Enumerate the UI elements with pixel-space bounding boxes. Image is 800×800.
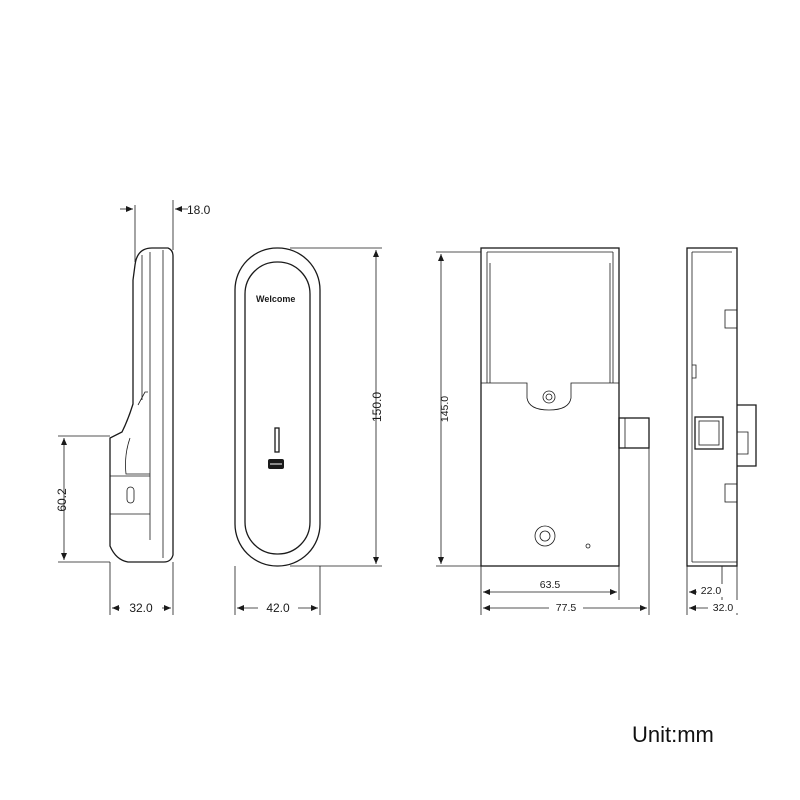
edge-view-tab-bottom <box>724 483 738 503</box>
front-view-outer-shell <box>234 247 321 567</box>
dim-side-depth-bottom: 32.0 <box>129 601 153 615</box>
dim-back-height: 145.0 <box>439 396 451 422</box>
front-view: Welcome 150.0 42.0 <box>234 247 384 615</box>
dim-front-height: 150.0 <box>370 392 384 422</box>
back-view-body <box>480 247 620 567</box>
dim-back-outer-width: 77.5 <box>556 602 577 614</box>
dim-back-inner-width: 63.5 <box>540 579 561 591</box>
dim-edge-inner-depth: 22.0 <box>701 585 722 597</box>
front-view-panel <box>244 261 311 555</box>
front-view-indicator <box>274 427 280 453</box>
edge-view: 22.0 32.0 <box>686 247 757 615</box>
edge-view-body <box>686 247 738 567</box>
front-view-brand: Welcome <box>256 294 295 304</box>
side-view: 18.0 60.2 32.0 <box>55 200 211 615</box>
edge-view-tab-top <box>724 309 738 329</box>
back-view-led <box>585 543 591 549</box>
back-view: 145.0 63.5 77.5 <box>436 247 650 615</box>
back-view-lock-cylinder <box>534 525 556 547</box>
back-view-screw-hole <box>542 390 556 404</box>
dim-side-depth-top: 18.0 <box>187 203 211 217</box>
back-view-latch <box>618 417 650 449</box>
dim-edge-outer-depth: 32.0 <box>713 602 734 614</box>
side-view-key-slot <box>126 486 135 504</box>
edge-view-window <box>694 416 724 450</box>
side-view-body <box>109 247 174 563</box>
dim-front-width: 42.0 <box>266 601 290 615</box>
dim-side-height-lower: 60.2 <box>55 488 69 512</box>
unit-label: Unit:mm <box>632 722 714 747</box>
